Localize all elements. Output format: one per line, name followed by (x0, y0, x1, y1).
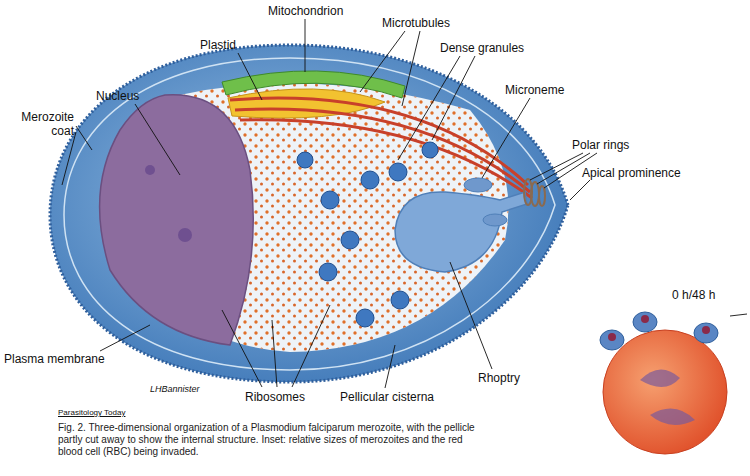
nucleus-pore (178, 228, 192, 242)
part-label: 0 h/48 h (672, 288, 715, 302)
leader-lines (62, 19, 747, 388)
rhoptry (395, 192, 527, 272)
part-label: Plasma membrane (4, 352, 105, 366)
part-label: Pellicular cisterna (340, 390, 434, 404)
red-blood-cell (603, 330, 727, 454)
intracellular-parasite (650, 409, 695, 425)
nucleus (100, 95, 254, 345)
part-label: Parasitology Today (58, 408, 125, 418)
pellicle-inner (64, 58, 555, 370)
microtubule (240, 120, 532, 198)
part-label: Ribosomes (245, 390, 305, 404)
part-label: Microneme (505, 83, 564, 97)
part-label: LHBannister (150, 384, 200, 395)
microtubule (230, 98, 528, 185)
polar-ring (531, 182, 539, 206)
part-label: Dense granules (440, 41, 524, 55)
microneme (483, 214, 507, 226)
polar-ring (539, 186, 545, 206)
microneme (464, 178, 492, 192)
intracellular-parasite (640, 369, 680, 387)
part-label: Apical prominence (582, 166, 681, 180)
dense-granules (297, 142, 438, 327)
part-label: Polar rings (572, 138, 629, 152)
nucleus-pore (145, 165, 155, 175)
figure-caption: Fig. 2. Three-dimensional organization o… (58, 422, 478, 458)
part-label: Rhoptry (478, 371, 520, 385)
inset-merozoites (600, 312, 718, 350)
part-label: Microtubules (382, 16, 450, 30)
part-label: Plastid (200, 38, 236, 52)
part-label: Nucleus (96, 89, 139, 103)
merozoite-body (50, 45, 568, 382)
part-label: Merozoite coat (4, 110, 74, 138)
part-label: Mitochondrion (268, 4, 343, 18)
